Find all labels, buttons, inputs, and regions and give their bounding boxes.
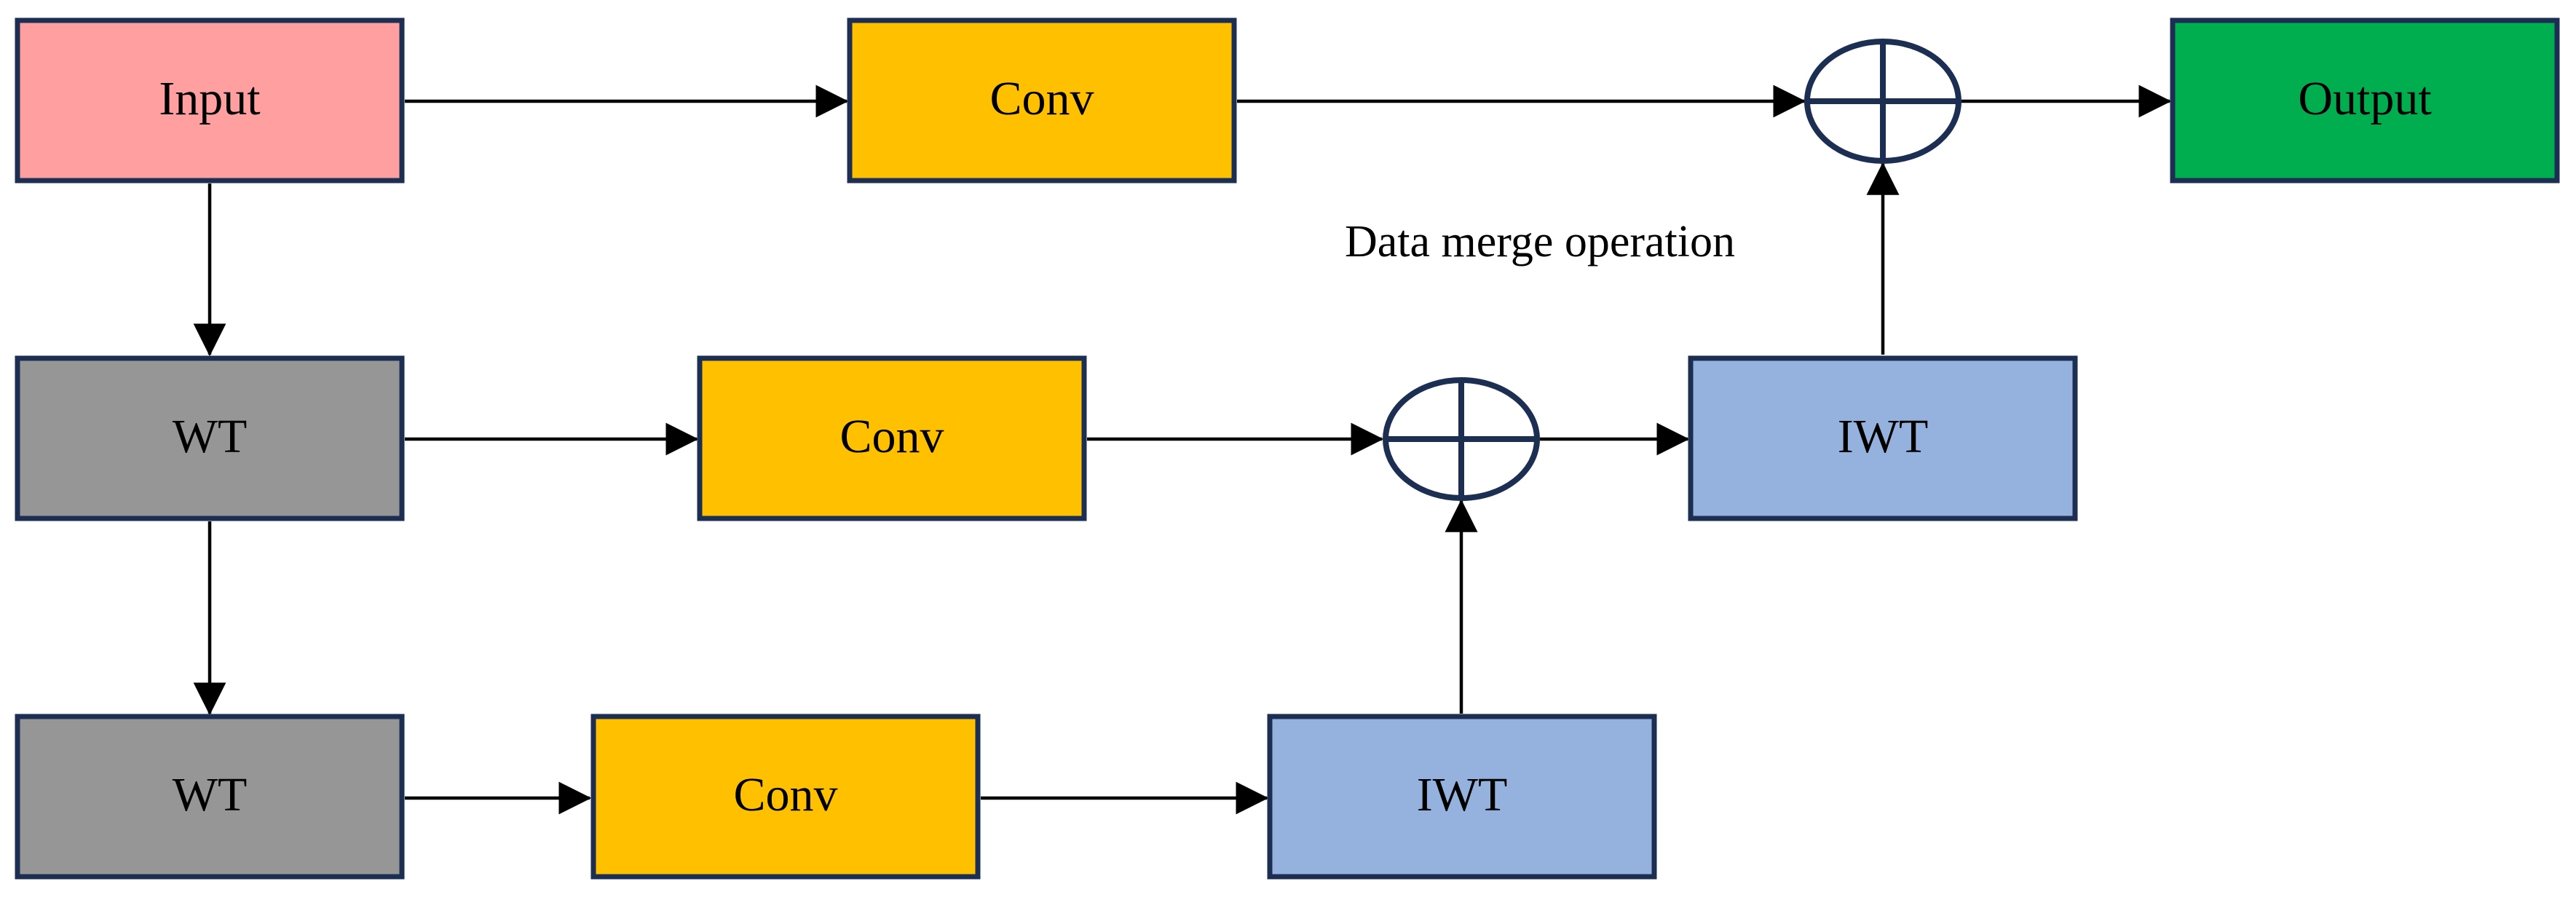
wt-bottom-block: WT	[15, 714, 405, 880]
conv-top-block: Conv	[847, 17, 1237, 183]
merge-operation-label: Data merge operation	[1345, 217, 1735, 267]
conv-mid-box	[697, 355, 1087, 521]
conv-top-box	[847, 17, 1237, 183]
output-block: Output	[2170, 17, 2560, 183]
wt-mid-box	[15, 355, 405, 521]
conv-mid-block: Conv	[697, 355, 1087, 521]
merge-node-mid	[1383, 377, 1540, 501]
connectors	[193, 84, 2172, 815]
iwt-bottom-block: IWT	[1267, 714, 1657, 880]
input-box	[15, 17, 405, 183]
wt-bottom-box	[15, 714, 405, 880]
conv-bottom-label: Conv	[733, 768, 837, 821]
conv-mid-label: Conv	[839, 410, 944, 463]
input-label: Input	[159, 72, 260, 125]
output-box	[2170, 17, 2560, 183]
iwt-mid-box	[1688, 355, 2078, 521]
iwt-mid-label: IWT	[1838, 410, 1929, 463]
merge-node-top	[1804, 39, 1961, 164]
wt-mid-block: WT	[15, 355, 405, 521]
iwt-bottom-box	[1267, 714, 1657, 880]
wt-mid-label: WT	[173, 410, 248, 463]
output-label: Output	[2298, 72, 2431, 125]
conv-bottom-block: Conv	[590, 714, 981, 880]
input-block: Input	[15, 17, 405, 183]
conv-bottom-box	[590, 714, 981, 880]
wt-bottom-label: WT	[173, 768, 248, 821]
conv-top-label: Conv	[989, 72, 1094, 125]
iwt-bottom-label: IWT	[1417, 768, 1508, 821]
iwt-mid-block: IWT	[1688, 355, 2078, 521]
